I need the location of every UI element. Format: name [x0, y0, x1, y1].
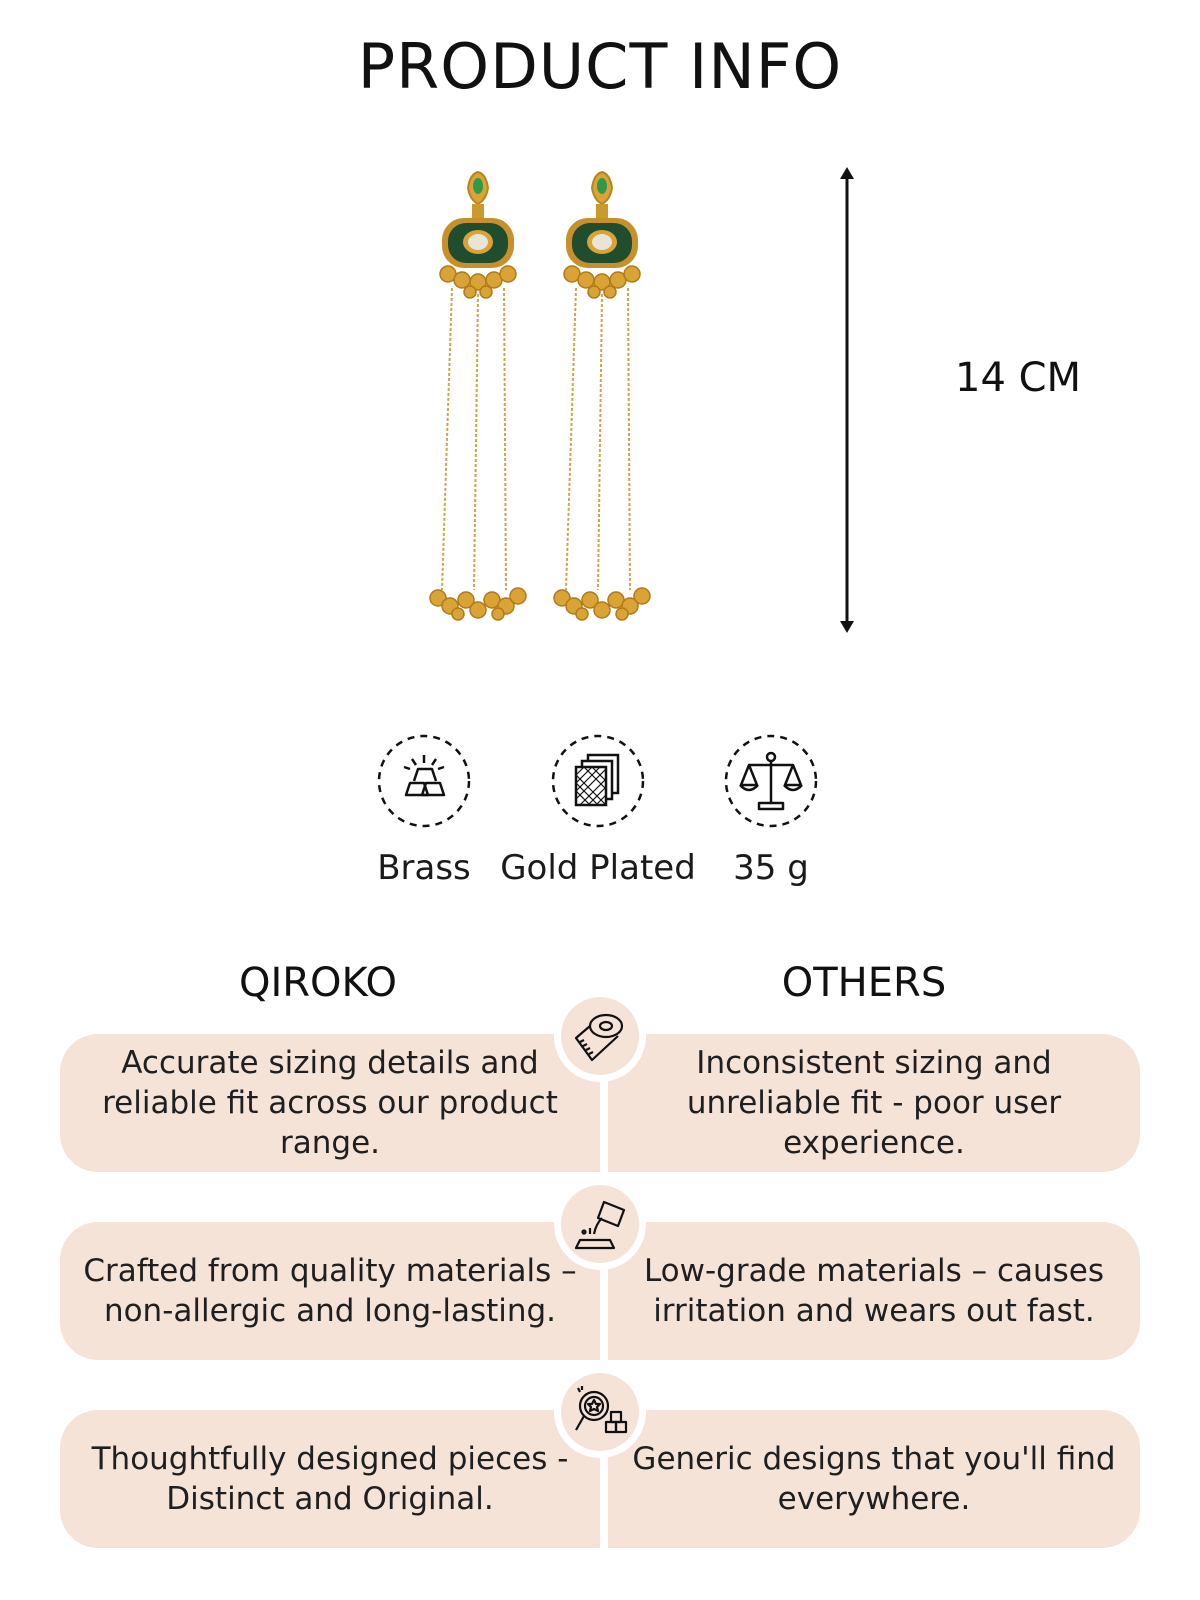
others-column-header: OTHERS [781, 960, 947, 1006]
qiroko-sizing-text: Accurate sizing details and reliable fit… [60, 1034, 600, 1172]
row-divider [600, 1034, 608, 1172]
others-materials-text: Low-grade materials – causes irritation … [608, 1222, 1140, 1360]
earring-illustration [553, 170, 651, 621]
measuring-tape-icon [554, 990, 646, 1082]
gold-bars-icon [376, 733, 472, 829]
comparison-row-materials: Crafted from quality materials – non-all… [60, 1222, 1140, 1360]
row-divider [600, 1410, 608, 1548]
material-label: Brass [377, 848, 471, 888]
weight-label: 35 g [733, 848, 809, 888]
qiroko-materials-text: Crafted from quality materials – non-all… [60, 1222, 600, 1360]
page-title: PRODUCT INFO [357, 30, 843, 103]
length-arrow-icon [835, 165, 859, 635]
row-divider [600, 1222, 608, 1360]
plating-label: Gold Plated [500, 848, 696, 888]
plating-layers-icon [550, 733, 646, 829]
qiroko-design-text: Thoughtfully designed pieces - Distinct … [60, 1410, 600, 1548]
others-sizing-text: Inconsistent sizing and unreliable fit -… [608, 1034, 1140, 1172]
earring-illustration [429, 170, 527, 621]
earring-image-left [428, 170, 538, 640]
comparison-row-sizing: Accurate sizing details and reliable fit… [60, 1034, 1140, 1172]
weight-scale-icon [723, 733, 819, 829]
length-label: 14 CM [955, 355, 1082, 401]
earring-image-right [552, 170, 662, 640]
others-design-text: Generic designs that you'll find everywh… [608, 1410, 1140, 1548]
comparison-row-design: Thoughtfully designed pieces - Distinct … [60, 1410, 1140, 1548]
qiroko-column-header: QIROKO [238, 960, 398, 1006]
design-award-icon [554, 1366, 646, 1458]
metal-pouring-icon [554, 1178, 646, 1270]
